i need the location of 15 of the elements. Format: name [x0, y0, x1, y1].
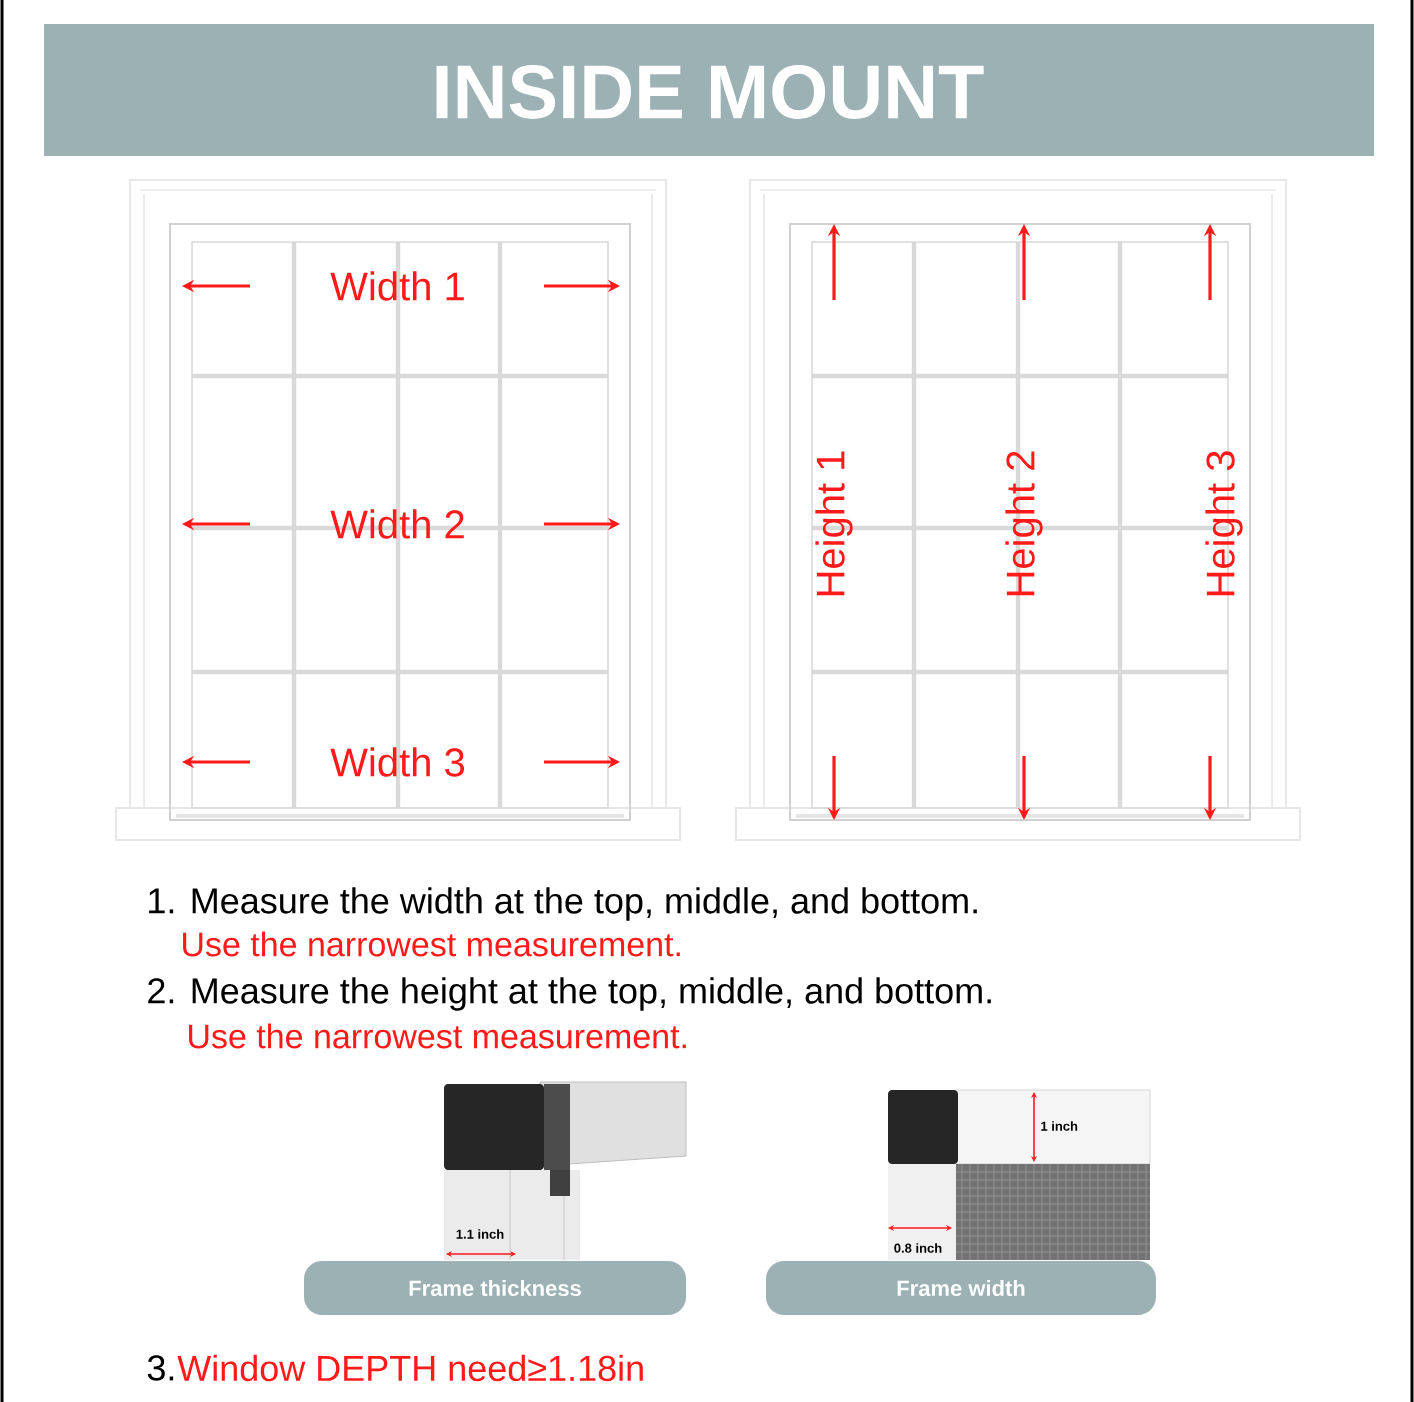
instruction-text: 2. Measure the height at the top, middle, and bottom.: [148, 977, 991, 1011]
instruction-text: 3.: [147, 1355, 174, 1381]
title-band: INSIDE MOUNT: [44, 24, 1374, 156]
caption-band: Frame width: [766, 1261, 1156, 1315]
caption-band: Frame thickness: [304, 1261, 686, 1315]
measurement-label: Width 3: [330, 747, 464, 777]
measurement-label: Height 3: [1205, 451, 1243, 596]
instruction-text: 1. Measure the width at the top, middle, and bottom.: [149, 887, 977, 921]
measurement-label: Height 1: [815, 451, 853, 596]
measurement-label: Height 2: [1005, 451, 1043, 596]
note-text: Use the narrowest measurement.: [189, 1023, 686, 1049]
measurement-label: Width 1: [330, 271, 464, 301]
note-text: Use the narrowest measurement.: [183, 931, 680, 957]
measurement-label: Width 2: [330, 509, 464, 539]
instruction-text: Window DEPTH need≥1.18in: [177, 1354, 643, 1382]
